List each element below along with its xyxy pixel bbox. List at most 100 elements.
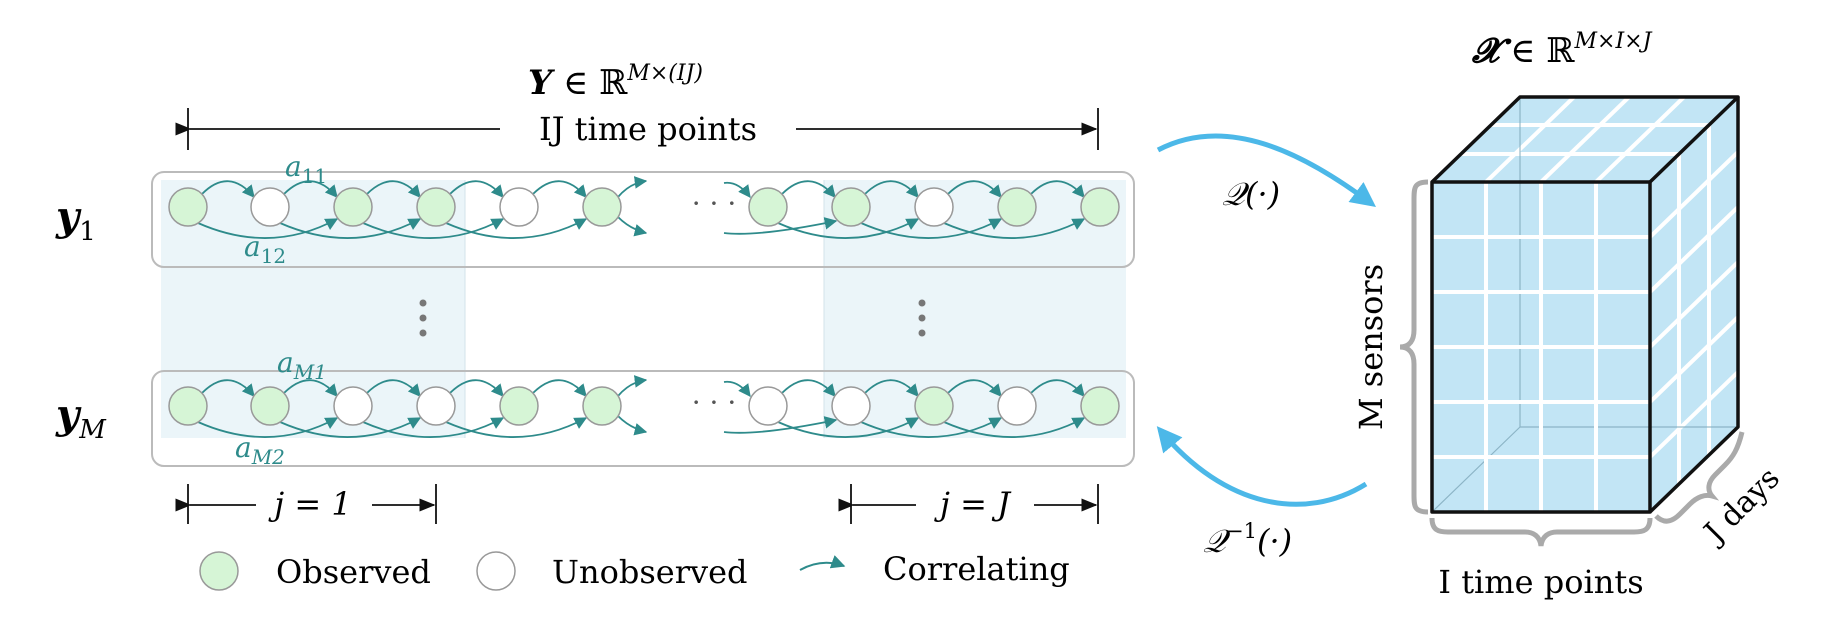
correlation-stub-out-bottom bbox=[617, 415, 648, 436]
days-label: J days bbox=[1696, 461, 1787, 552]
observed-node bbox=[168, 386, 208, 426]
correlation-stub-in-bottom bbox=[723, 416, 838, 434]
observed-node bbox=[914, 386, 954, 426]
row-box-top bbox=[151, 171, 1135, 268]
unobserved-node bbox=[997, 386, 1037, 426]
time-points-brace bbox=[1429, 517, 1653, 547]
correlation-arc-lag2-bottom bbox=[279, 417, 422, 438]
coef-a11: a11 bbox=[285, 150, 327, 188]
correlation-arc-lag2-top bbox=[860, 218, 1003, 239]
correlation-arc-lag1-top bbox=[283, 180, 338, 198]
ij-span-label: IJ time points bbox=[539, 110, 757, 148]
time-points-label: I time points bbox=[1438, 563, 1643, 601]
correlation-arc-lag1-top bbox=[366, 180, 421, 198]
inverse-map-label: 𝒬−1(·) bbox=[1203, 519, 1292, 560]
observed-node bbox=[333, 187, 373, 227]
unobserved-node bbox=[748, 386, 788, 426]
tensor-label: 𝓧 ∈ ℝM×I×J bbox=[1471, 29, 1653, 71]
correlation-arc-lag1-top bbox=[1030, 180, 1085, 198]
correlation-arc-lag2-bottom bbox=[943, 417, 1086, 438]
observed-node bbox=[1080, 386, 1120, 426]
correlation-arc-lag1-bottom bbox=[947, 379, 1002, 397]
observed-node bbox=[168, 187, 208, 227]
inverse-map-arrow bbox=[1156, 426, 1368, 507]
coef-am2: aM2 bbox=[235, 431, 285, 469]
correlation-arc-lag2-bottom bbox=[860, 417, 1003, 438]
correlation-arc-lag1-bottom bbox=[532, 379, 587, 397]
unobserved-node bbox=[831, 386, 871, 426]
unobserved-node bbox=[333, 386, 373, 426]
unobserved-node bbox=[250, 187, 290, 227]
legend-observed-label: Observed bbox=[276, 553, 431, 591]
horizontal-ellipsis-bottom: · · · bbox=[692, 386, 737, 419]
correlation-arc-lag1-top bbox=[532, 180, 587, 198]
legend-correlating-swatch bbox=[799, 555, 846, 571]
correlation-arc-lag2-bottom bbox=[362, 417, 505, 438]
correlation-arc-lag1-bottom bbox=[201, 379, 255, 397]
vertical-ellipsis-left bbox=[419, 299, 427, 337]
observed-node bbox=[748, 187, 788, 227]
correlation-arc-lag1-top bbox=[947, 180, 1002, 198]
observed-node bbox=[997, 187, 1037, 227]
node-row-top bbox=[168, 187, 1120, 227]
unobserved-node bbox=[499, 187, 539, 227]
correlation-arc-lag2-bottom bbox=[197, 417, 339, 438]
correlation-arc-lag2-top bbox=[362, 218, 505, 239]
legend-correlating-label: Correlating bbox=[883, 550, 1070, 588]
correlation-arc-lag1-bottom bbox=[449, 379, 504, 397]
coef-am1: aM1 bbox=[277, 346, 327, 384]
correlation-arrows-bottom bbox=[197, 375, 1086, 438]
legend-unobserved-label: Unobserved bbox=[552, 553, 747, 591]
correlation-stub-out-top bbox=[617, 216, 648, 237]
forward-map-arrow bbox=[1156, 133, 1377, 207]
ij-span-arrow bbox=[175, 108, 1099, 150]
legend-unobserved-swatch bbox=[476, 551, 516, 591]
observed-node bbox=[1080, 187, 1120, 227]
observed-node bbox=[499, 386, 539, 426]
legend: Observed Unobserved Correlating bbox=[199, 550, 1070, 591]
unobserved-node bbox=[416, 386, 456, 426]
window-last-label: j = J bbox=[934, 485, 1012, 523]
correlation-arc-lag1-bottom bbox=[283, 379, 338, 397]
correlation-arc-lag2-top bbox=[279, 218, 422, 239]
sensors-label: M sensors bbox=[1352, 264, 1390, 430]
correlation-arrows-top bbox=[197, 176, 1086, 239]
row-label-ym: yM bbox=[55, 391, 107, 445]
unobserved-node bbox=[914, 187, 954, 227]
coef-a12: a12 bbox=[244, 230, 286, 268]
correlation-arc-lag1-top bbox=[864, 180, 919, 198]
correlation-arc-lag1-top bbox=[449, 180, 504, 198]
correlation-arc-lag1-bottom bbox=[1030, 379, 1085, 397]
correlation-stub-in-top bbox=[723, 181, 751, 199]
observed-node bbox=[582, 187, 622, 227]
window-first-label: j = 1 bbox=[268, 485, 351, 523]
correlation-arc-lag2-top bbox=[197, 218, 339, 239]
y-matrix-label: Y ∈ ℝM×(IJ) bbox=[528, 61, 703, 103]
forward-map-label: 𝒬(·) bbox=[1222, 175, 1280, 213]
correlation-stub-out-bottom bbox=[617, 375, 648, 397]
vertical-ellipsis-right bbox=[918, 299, 926, 337]
window-last-span bbox=[838, 484, 1099, 524]
horizontal-ellipsis-top: · · · bbox=[692, 187, 737, 220]
days-brace bbox=[1654, 431, 1745, 524]
correlation-arc-lag1-top bbox=[201, 180, 255, 198]
correlation-arc-lag1-bottom bbox=[366, 379, 421, 397]
row-box-bottom bbox=[151, 370, 1135, 467]
observed-node bbox=[582, 386, 622, 426]
sensors-brace bbox=[1399, 179, 1429, 515]
row-label-y1: y1 bbox=[55, 193, 96, 247]
correlation-arc-lag1-bottom bbox=[781, 379, 836, 397]
correlation-stub-in-top bbox=[723, 217, 838, 235]
correlation-stub-in-bottom bbox=[723, 380, 751, 398]
correlation-arc-lag2-bottom bbox=[445, 417, 588, 438]
correlation-stub-out-top bbox=[617, 176, 648, 198]
node-row-bottom bbox=[168, 386, 1120, 426]
correlation-arc-lag1-bottom bbox=[864, 379, 919, 397]
tensor-cube bbox=[1430, 95, 1740, 514]
correlation-arc-lag2-top bbox=[943, 218, 1086, 239]
correlation-arc-lag2-top bbox=[445, 218, 588, 239]
legend-observed-swatch bbox=[199, 551, 239, 591]
observed-node bbox=[416, 187, 456, 227]
observed-node bbox=[250, 386, 290, 426]
